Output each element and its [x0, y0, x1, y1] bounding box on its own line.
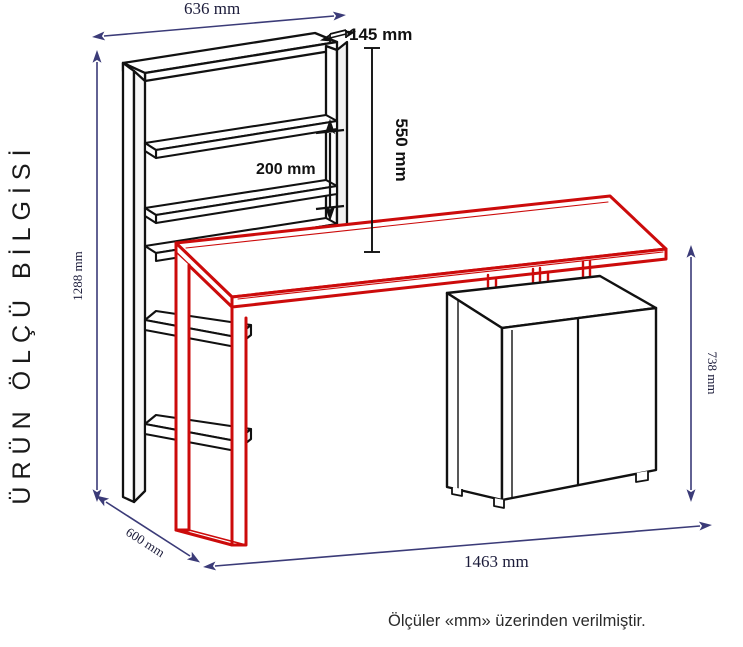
- dimension-depth-top: 145 mm: [319, 25, 412, 44]
- hutch-shelf-lower: [143, 178, 339, 225]
- cabinet-foot-left: [451, 487, 463, 497]
- dimension-desk-height: 738 mm: [686, 245, 720, 502]
- desk-assembly: [174, 194, 668, 547]
- dimension-total-width: 1463 mm: [203, 521, 712, 571]
- units-caption: Ölçüler «mm» üzerinden verilmiştir.: [388, 612, 646, 630]
- hutch-left-post: [121, 61, 147, 504]
- dimension-label-hutch-height: 550 mm: [392, 118, 411, 181]
- dimension-width-top: 636 mm: [92, 0, 346, 41]
- dimension-label-total-height: 1288 mm: [70, 251, 85, 300]
- dimension-hutch-height: 550 mm: [364, 47, 411, 253]
- desk-top: [174, 194, 668, 309]
- dimension-label-total-width: 1463 mm: [464, 552, 529, 571]
- dimension-label-desk-height: 738 mm: [705, 352, 720, 395]
- hutch-shelf-upper: [143, 113, 339, 160]
- dimension-label-depth-bottom: 600 mm: [123, 524, 167, 560]
- dimension-label-depth-top: 145 mm: [349, 25, 412, 44]
- cabinet-foot-mid: [493, 498, 505, 509]
- cabinet-body: [445, 274, 658, 509]
- hutch-top-panel: [121, 31, 339, 83]
- dimension-label-shelf-gap: 200 mm: [256, 161, 316, 178]
- dimension-total-height: 1288 mm: [70, 50, 102, 502]
- dimension-label-width-top: 636 mm: [184, 0, 240, 18]
- dimension-shelf-gap: 200 mm: [256, 118, 345, 222]
- cabinet-foot-right: [635, 471, 649, 483]
